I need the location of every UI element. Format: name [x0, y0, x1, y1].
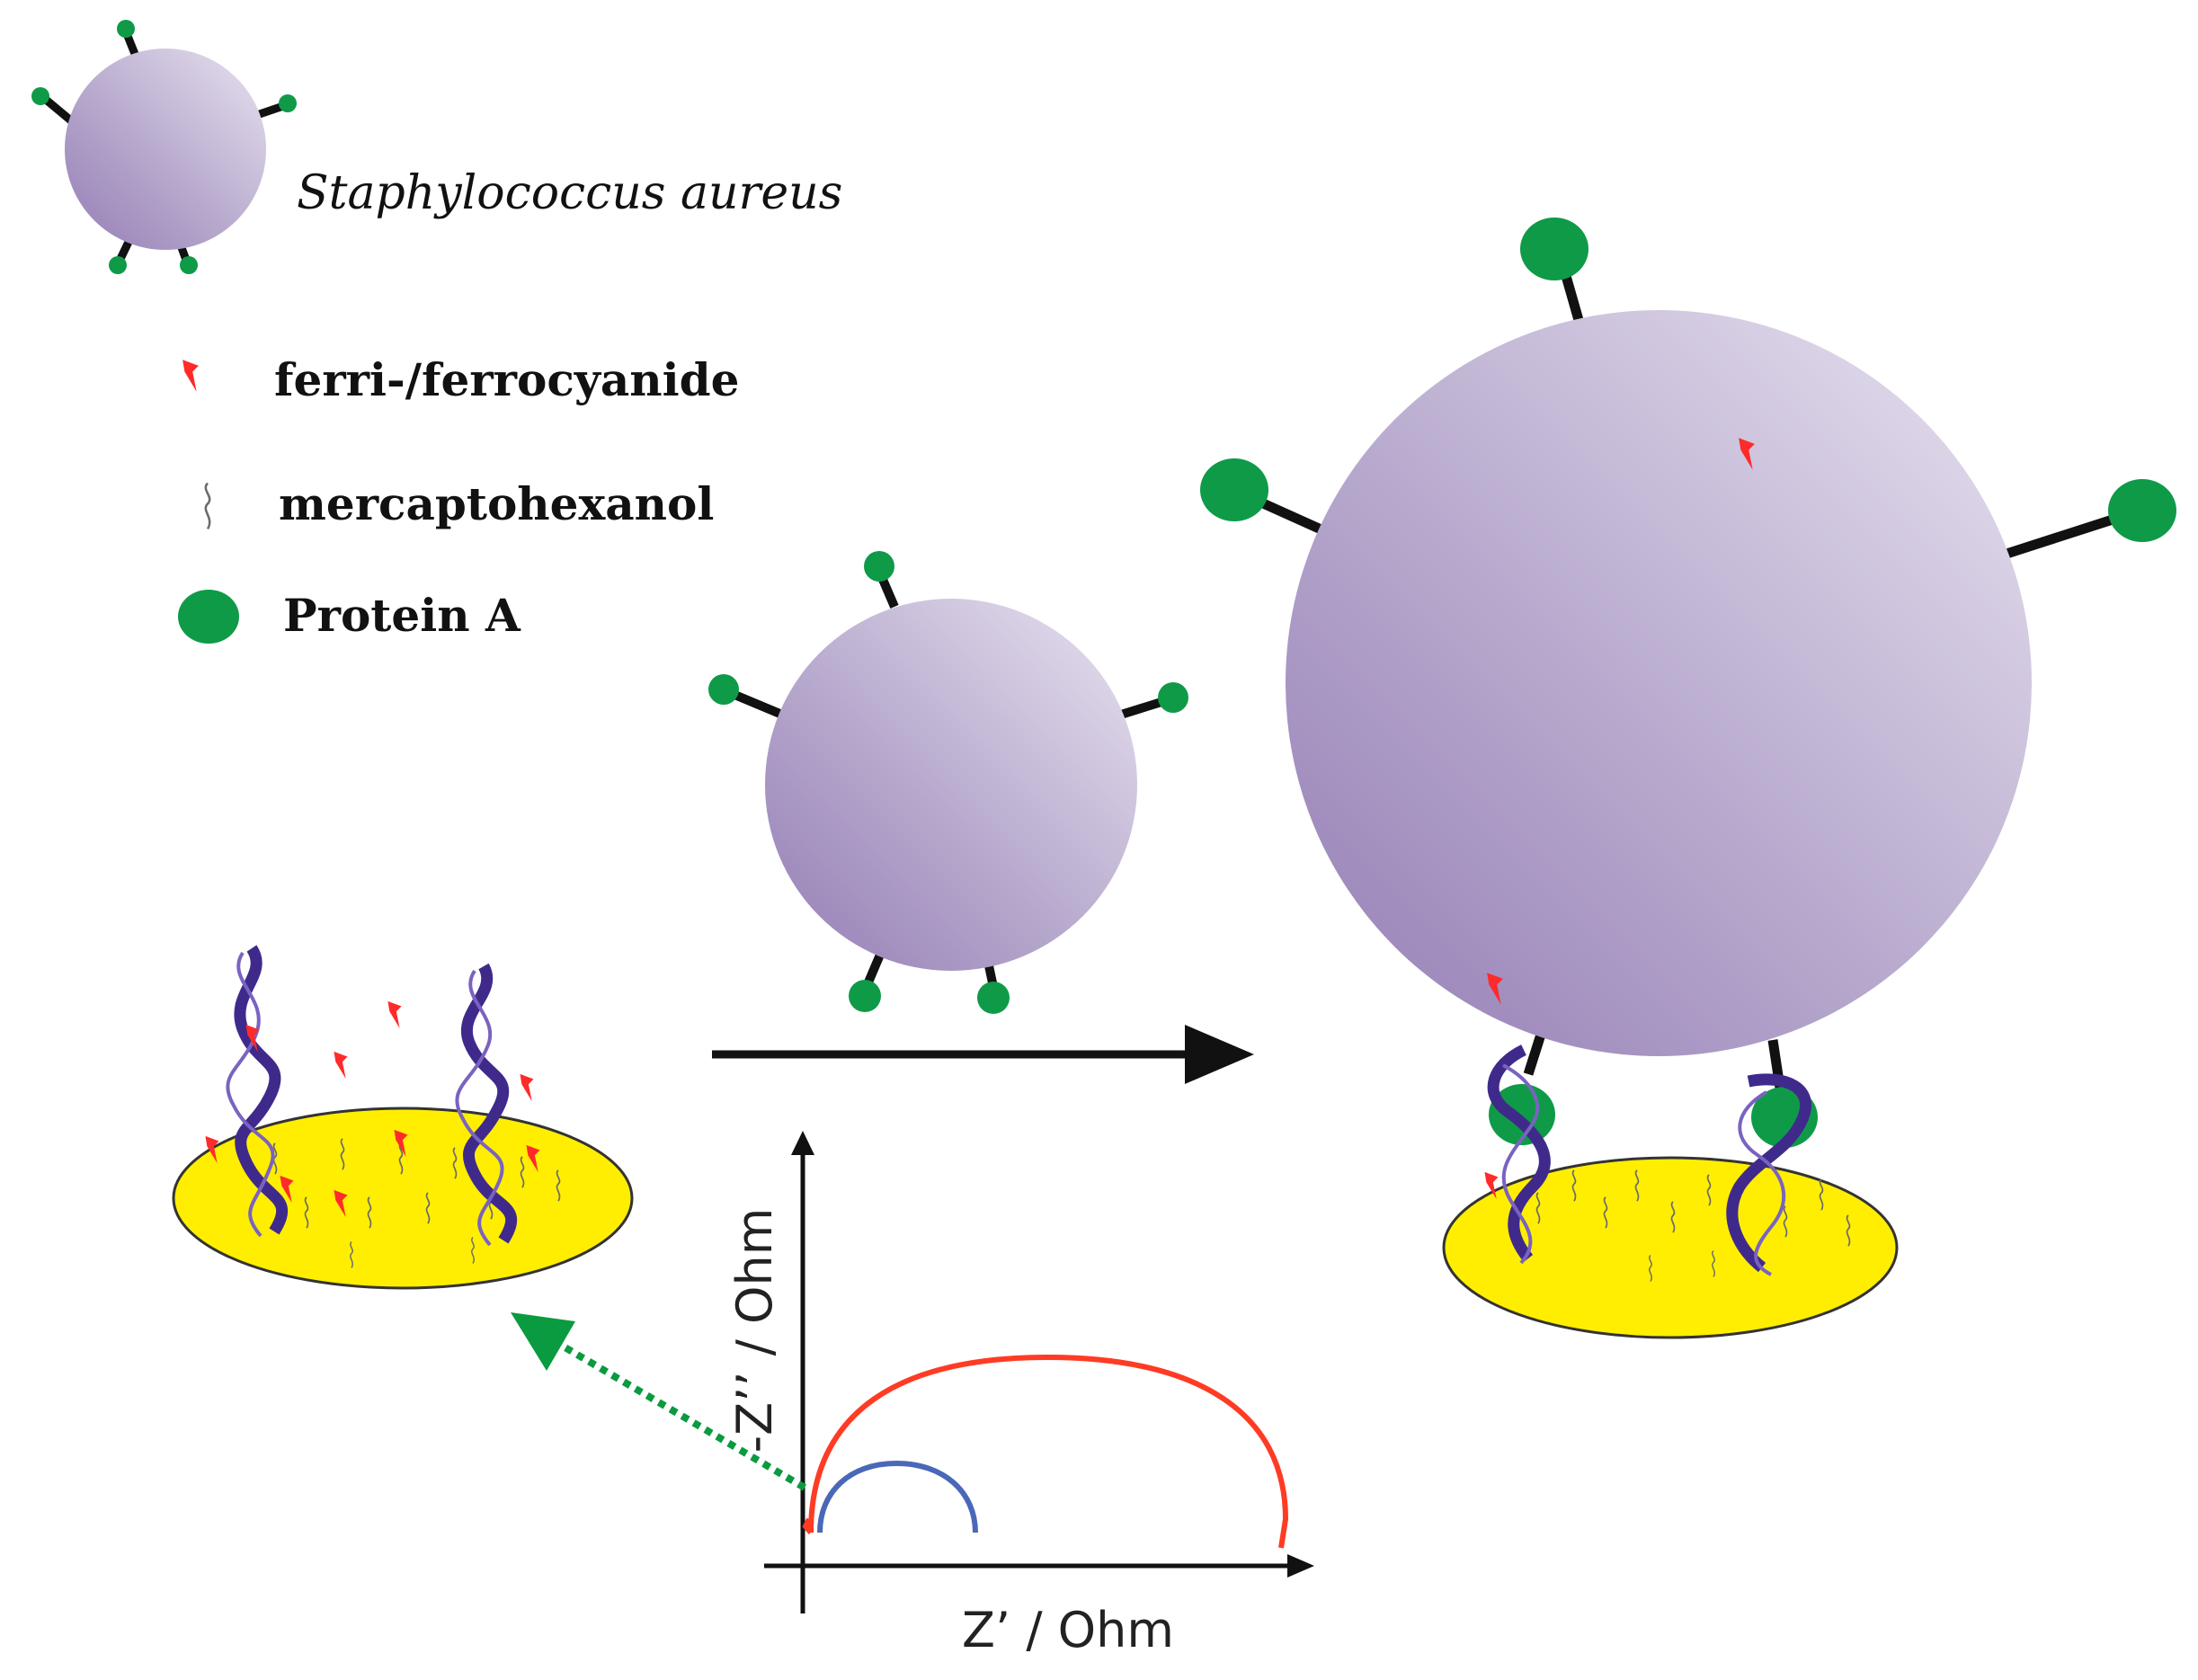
bound-protein-left: [1489, 1084, 1555, 1145]
impedance-curve-red: [808, 1354, 1289, 1549]
impedance-curve-blue: [817, 1460, 978, 1533]
legend-ferri-label: ferri-/ferrocyanide: [274, 353, 739, 406]
y-axis-label: -Z’’ / Ohm: [726, 1208, 783, 1453]
x-axis-label: Z’ / Ohm: [962, 1602, 1174, 1658]
legend-bacterium-icon: [31, 20, 297, 274]
bare-electrode: [172, 945, 634, 1290]
nyquist-plot: Z’ / Ohm -Z’’ / Ohm: [726, 1131, 1314, 1658]
mercapto-icon: [204, 482, 211, 530]
aptamer-right-2: [1726, 1073, 1811, 1276]
legend-mercapto-label: mercaptohexanol: [279, 477, 714, 530]
aptamer-right-1: [1487, 1044, 1551, 1265]
legend-bacterium-label: Staphylococcus aureus: [297, 166, 842, 220]
ferri-icon: [182, 360, 199, 392]
legend: Staphylococcus aureus ferri-/ferrocyanid…: [31, 20, 842, 644]
reference-arrow: [511, 1312, 807, 1491]
large-bacterium: [1200, 218, 2176, 1089]
legend-protein-label: Protein A: [283, 589, 521, 642]
approaching-bacterium: [708, 551, 1188, 1014]
process-arrow: [712, 1025, 1254, 1084]
bound-electrode: [1200, 218, 2176, 1339]
protein-a-icon: [178, 590, 239, 644]
aptamer-left-2: [455, 963, 518, 1247]
aptamer-left-1: [226, 945, 289, 1238]
